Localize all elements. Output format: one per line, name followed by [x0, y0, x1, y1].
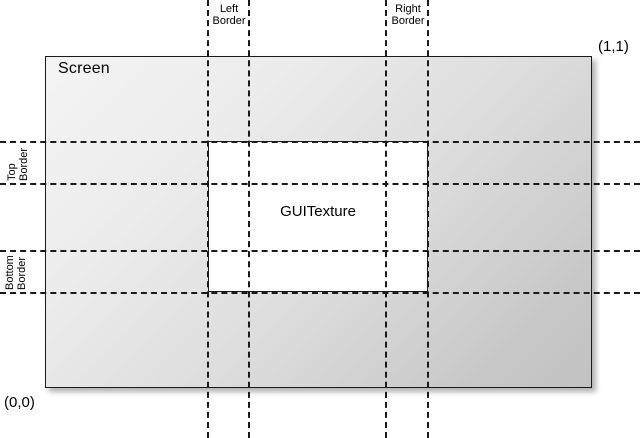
top-border-label-line2: Border — [18, 147, 30, 181]
guitexture-label-text: GUITexture — [280, 203, 356, 220]
left-border-label: Left Border — [210, 3, 248, 27]
top-border-label: Top Border — [6, 148, 30, 181]
bottom-border-label: Bottom Border — [4, 255, 28, 290]
guide-line-top-border-inner — [0, 183, 640, 185]
coordinate-bottom-left: (0,0) — [4, 394, 35, 411]
right-border-label: Right Border — [388, 3, 428, 27]
guide-line-left-border-inner — [248, 0, 250, 438]
bottom-border-label-line1: Bottom — [4, 255, 16, 290]
right-border-label-line1: Right — [395, 3, 421, 15]
guide-line-right-border-inner — [385, 0, 387, 438]
coordinate-top-right: (1,1) — [598, 38, 629, 55]
guide-line-right-border-outer — [427, 0, 429, 438]
guitexture-label: GUITexture — [208, 203, 428, 220]
left-border-label-line2: Border — [212, 15, 246, 27]
guitexture-rectangle — [208, 141, 428, 292]
top-border-label-line1: Top — [6, 163, 18, 181]
guide-line-bottom-border-outer — [0, 292, 640, 294]
guide-line-left-border-outer — [207, 0, 209, 438]
screen-label: Screen — [58, 60, 110, 77]
bottom-border-label-line2: Border — [16, 256, 28, 290]
guide-line-bottom-border-inner — [0, 250, 640, 252]
right-border-label-line2: Border — [391, 15, 425, 27]
guide-line-top-border-outer — [0, 141, 640, 143]
left-border-label-line1: Left — [219, 3, 239, 15]
